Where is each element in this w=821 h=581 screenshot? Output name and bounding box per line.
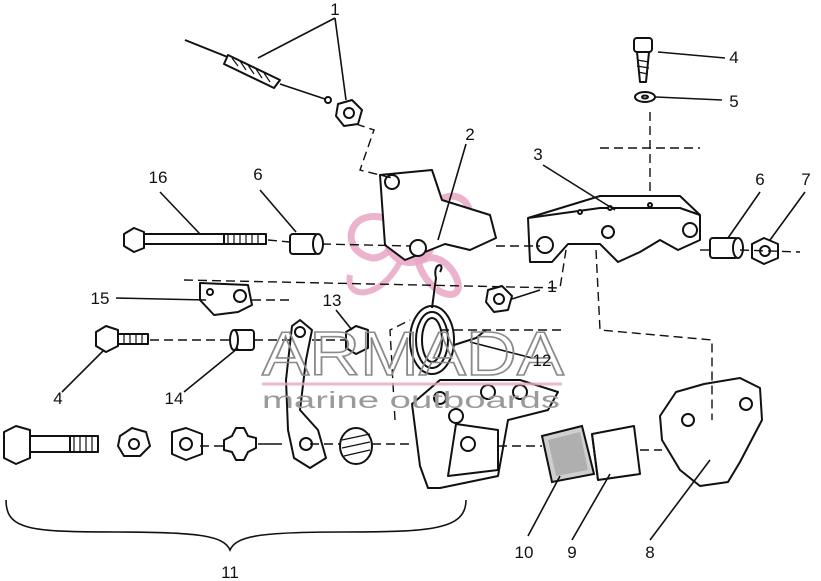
callout-12: 12 bbox=[533, 351, 552, 370]
callout-1-top: 1 bbox=[330, 0, 339, 19]
callout-leader-lines bbox=[5, 17, 806, 553]
part-1-nut-middle bbox=[485, 285, 513, 313]
part-housing-block bbox=[411, 379, 559, 489]
part-2-bracket bbox=[379, 169, 497, 261]
callout-6-right: 6 bbox=[755, 170, 764, 189]
callout-15: 15 bbox=[91, 289, 110, 308]
callout-8: 8 bbox=[645, 543, 654, 562]
callout-6-left: 6 bbox=[253, 165, 262, 184]
part-11-shaft-assembly bbox=[3, 425, 373, 465]
part-12-spring bbox=[409, 264, 487, 375]
part-4-bolt-top bbox=[633, 37, 653, 83]
callout-14: 14 bbox=[165, 389, 184, 408]
part-4-bolt-left bbox=[95, 325, 149, 353]
part-13-nut bbox=[345, 325, 369, 355]
part-5-washer bbox=[634, 91, 656, 103]
assembly-guide-lines bbox=[150, 112, 801, 451]
part-3-mount-bracket bbox=[527, 195, 701, 263]
part-6-spacer-right bbox=[709, 237, 744, 259]
callout-4-left: 4 bbox=[53, 389, 62, 408]
callout-5: 5 bbox=[729, 92, 738, 111]
armada-watermark: ARMADA marine outboards bbox=[261, 319, 565, 413]
callout-2: 2 bbox=[465, 125, 474, 144]
callout-7: 7 bbox=[801, 170, 810, 189]
watermark-title: ARMADA bbox=[262, 320, 565, 389]
callout-3: 3 bbox=[533, 145, 542, 164]
callout-4-top: 4 bbox=[729, 48, 738, 67]
callout-10: 10 bbox=[515, 543, 534, 562]
callout-1-nut: 1 bbox=[547, 277, 556, 296]
part-8-cover-plate bbox=[659, 377, 763, 487]
part-16-long-bolt bbox=[123, 227, 267, 253]
watermark-subtitle: marine outboards bbox=[262, 387, 560, 413]
part-10-friction-pad bbox=[540, 424, 596, 484]
callout-16: 16 bbox=[149, 168, 168, 187]
callout-13: 13 bbox=[323, 291, 342, 310]
part-6-spacer-left bbox=[289, 233, 324, 255]
callout-11: 11 bbox=[221, 563, 239, 581]
callout-9: 9 bbox=[567, 543, 576, 562]
callout-labels: 1 1 2 3 4 4 5 6 6 7 8 9 10 11 12 13 14 1… bbox=[53, 0, 810, 581]
part-15-clip bbox=[199, 282, 253, 316]
part-1-cable-assembly bbox=[184, 39, 363, 127]
part-9-plate bbox=[591, 425, 641, 481]
part-14-spacer bbox=[229, 329, 255, 351]
